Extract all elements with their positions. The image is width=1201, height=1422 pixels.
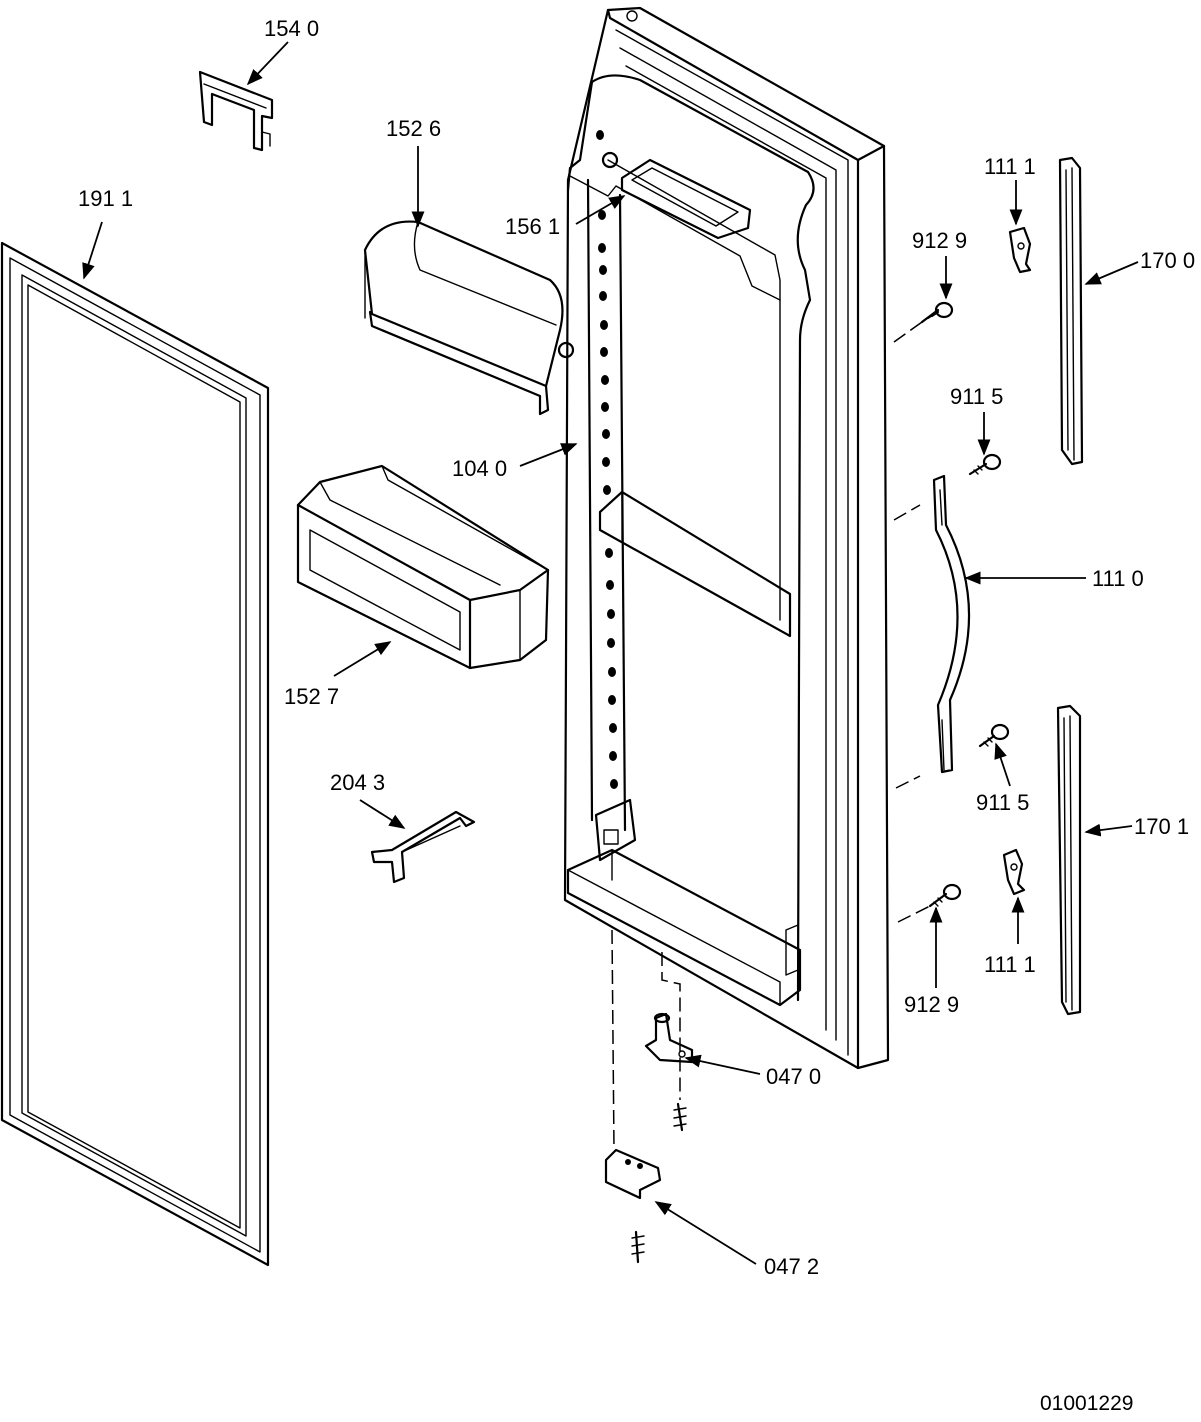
top-trim-strip-part	[1058, 156, 1084, 466]
hinge-plate-part	[604, 1148, 662, 1264]
door-gasket-part	[0, 241, 270, 1267]
callout-152-6: 152 6	[386, 116, 441, 141]
callout-111-1-top: 111 1	[984, 154, 1036, 179]
callout-912-9-bottom: 912 9	[904, 992, 959, 1017]
callout-170-0: 170 0	[1140, 248, 1195, 273]
callout-047-2: 047 2	[764, 1254, 819, 1279]
callout-911-5-top: 911 5	[950, 384, 1003, 409]
screw-911-top-part	[968, 453, 1002, 476]
cover-part	[620, 158, 752, 240]
dairy-compartment-part	[363, 220, 575, 416]
handle-clip-bottom-part	[1002, 848, 1026, 896]
bottom-trim-strip-part	[1056, 704, 1082, 1016]
assembly-guide-lines	[611, 321, 931, 1151]
handle-clip-top-part	[1008, 226, 1032, 274]
hinge-pin-part	[644, 1012, 694, 1132]
shelf-clip-part	[198, 70, 274, 152]
document-number: 01001229	[1040, 1392, 1133, 1415]
screw-911-bottom-part	[978, 723, 1010, 748]
callout-111-0: 111 0	[1092, 566, 1144, 591]
callout-204-3: 204 3	[330, 770, 385, 795]
callout-104-0: 104 0	[452, 456, 507, 481]
callout-911-5-bottom: 911 5	[976, 790, 1029, 815]
callout-156-1: 156 1	[505, 214, 560, 239]
door-handle-part	[932, 474, 971, 774]
callout-170-1: 170 1	[1134, 814, 1189, 839]
bracket-part	[370, 810, 476, 884]
liner-holes	[596, 130, 618, 789]
callout-labels: 154 0 191 1 152 6 156 1 111 1 912 9 170 …	[78, 16, 1195, 1415]
screw-912-top-part	[920, 301, 954, 324]
door-bin-part	[296, 464, 550, 670]
callout-047-0: 047 0	[766, 1064, 821, 1089]
callout-191-1: 191 1	[78, 186, 133, 211]
door-assembly-part	[563, 6, 890, 1070]
callout-111-1-bottom: 111 1	[984, 952, 1036, 977]
screw-912-bottom-part	[928, 883, 962, 908]
callout-152-7: 152 7	[284, 684, 339, 709]
callout-912-9-top: 912 9	[912, 228, 967, 253]
callout-154-0: 154 0	[264, 16, 319, 41]
callout-leaders	[82, 41, 1139, 1265]
